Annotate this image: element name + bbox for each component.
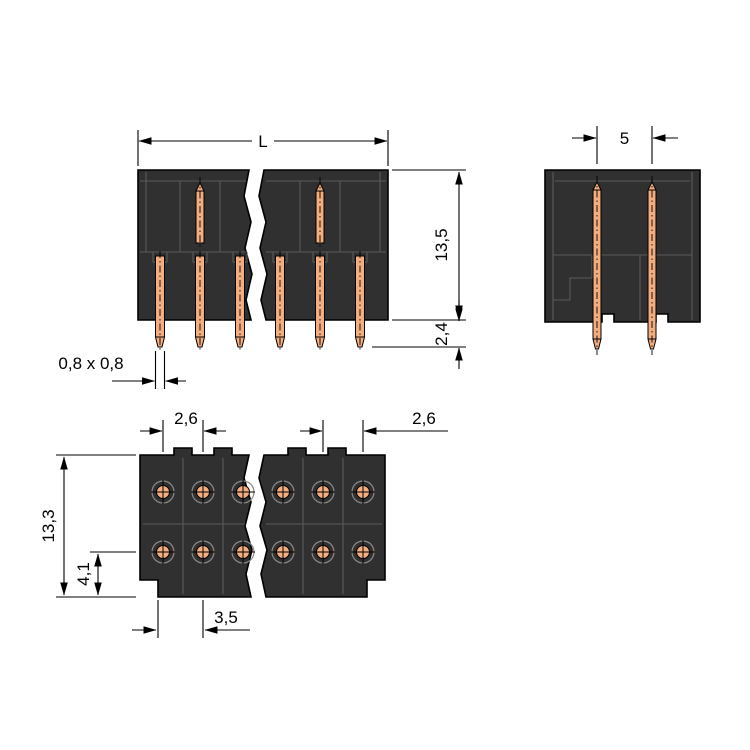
dimension-pitch-left: 2,6	[140, 409, 226, 452]
dim-label-pin-cross-section: 0,8 x 0,8	[58, 354, 123, 373]
dim-label-body-depth: 13,3	[39, 509, 58, 542]
connector-body-side	[544, 169, 701, 323]
dimension-pin-cross-section: 0,8 x 0,8	[58, 351, 186, 389]
pin	[195, 176, 205, 249]
dim-label-offset: 3,5	[214, 608, 238, 627]
pin	[192, 250, 208, 353]
front-view: L 13,5 2,4 0,8 x 0,8	[58, 130, 466, 389]
pin	[647, 175, 657, 356]
top-view: 2,6 2,6 13,3 4,1 3,5	[39, 409, 448, 638]
dimension-row-spacing: 5	[572, 126, 678, 164]
dim-label-row-to-edge: 4,1	[74, 562, 93, 586]
dimension-pitch-right: 2,6	[300, 409, 448, 452]
dimension-pin-protrusion: 2,4	[372, 300, 466, 369]
pin	[352, 250, 368, 353]
pin	[272, 250, 288, 353]
side-view: 5	[544, 126, 701, 356]
dim-label-row-spacing: 5	[620, 129, 629, 148]
dim-label-pitch-left: 2,6	[174, 409, 198, 428]
pin	[152, 250, 168, 353]
pin	[315, 176, 325, 249]
pin	[232, 250, 248, 353]
connector-body-left	[139, 447, 253, 598]
connector-body-right	[258, 447, 386, 598]
dimension-body-depth: 13,3	[39, 454, 136, 598]
dim-label-length: L	[258, 132, 267, 151]
pin	[592, 175, 602, 356]
dim-label-body-height: 13,5	[432, 228, 451, 261]
dim-label-pitch-right: 2,6	[412, 409, 436, 428]
dimension-body-height: 13,5	[392, 169, 466, 321]
dimension-offset: 3,5	[132, 600, 250, 638]
dimension-row-to-edge: 4,1	[74, 551, 136, 596]
dim-label-pin-protrusion: 2,4	[432, 322, 451, 346]
pin	[312, 250, 328, 353]
dimension-length: L	[137, 130, 389, 166]
connector-body-left	[137, 169, 253, 321]
housing-detail-lines	[552, 172, 693, 320]
housing-detail-lines	[143, 458, 382, 594]
